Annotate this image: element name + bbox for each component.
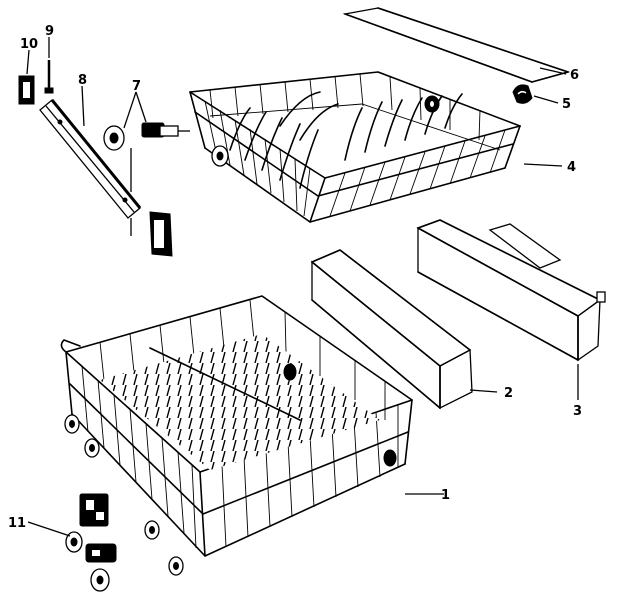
callout-5: 5 (562, 97, 571, 112)
callout-8: 8 (78, 73, 87, 88)
upper-rack-part (189, 71, 521, 223)
callout-6: 6 (570, 68, 579, 83)
callout-11: 11 (8, 516, 26, 531)
lower-wheel-assembly-part (65, 493, 117, 592)
rack-wheel-assembly-part (103, 122, 190, 151)
callout-2: 2 (504, 386, 513, 401)
callout-labels: 1 2 3 4 5 6 7 8 9 10 11 (8, 24, 582, 531)
rack-slide-rail-part (39, 99, 142, 236)
rack-clip-part (512, 84, 533, 104)
callout-3: 3 (573, 404, 582, 419)
callout-4: 4 (567, 160, 576, 175)
top-shelf-part (342, 7, 571, 83)
leader-lines (26, 37, 579, 537)
large-silverware-basket-part (416, 219, 606, 362)
callout-7: 7 (132, 79, 141, 94)
small-silverware-basket-part (310, 249, 473, 410)
rail-stop-block (149, 211, 173, 257)
end-cap-part (18, 75, 35, 105)
callout-1: 1 (441, 488, 450, 503)
callout-10: 10 (20, 37, 38, 52)
callout-9: 9 (45, 24, 54, 39)
lower-rack-part (60, 295, 413, 576)
screw-part (44, 60, 54, 94)
